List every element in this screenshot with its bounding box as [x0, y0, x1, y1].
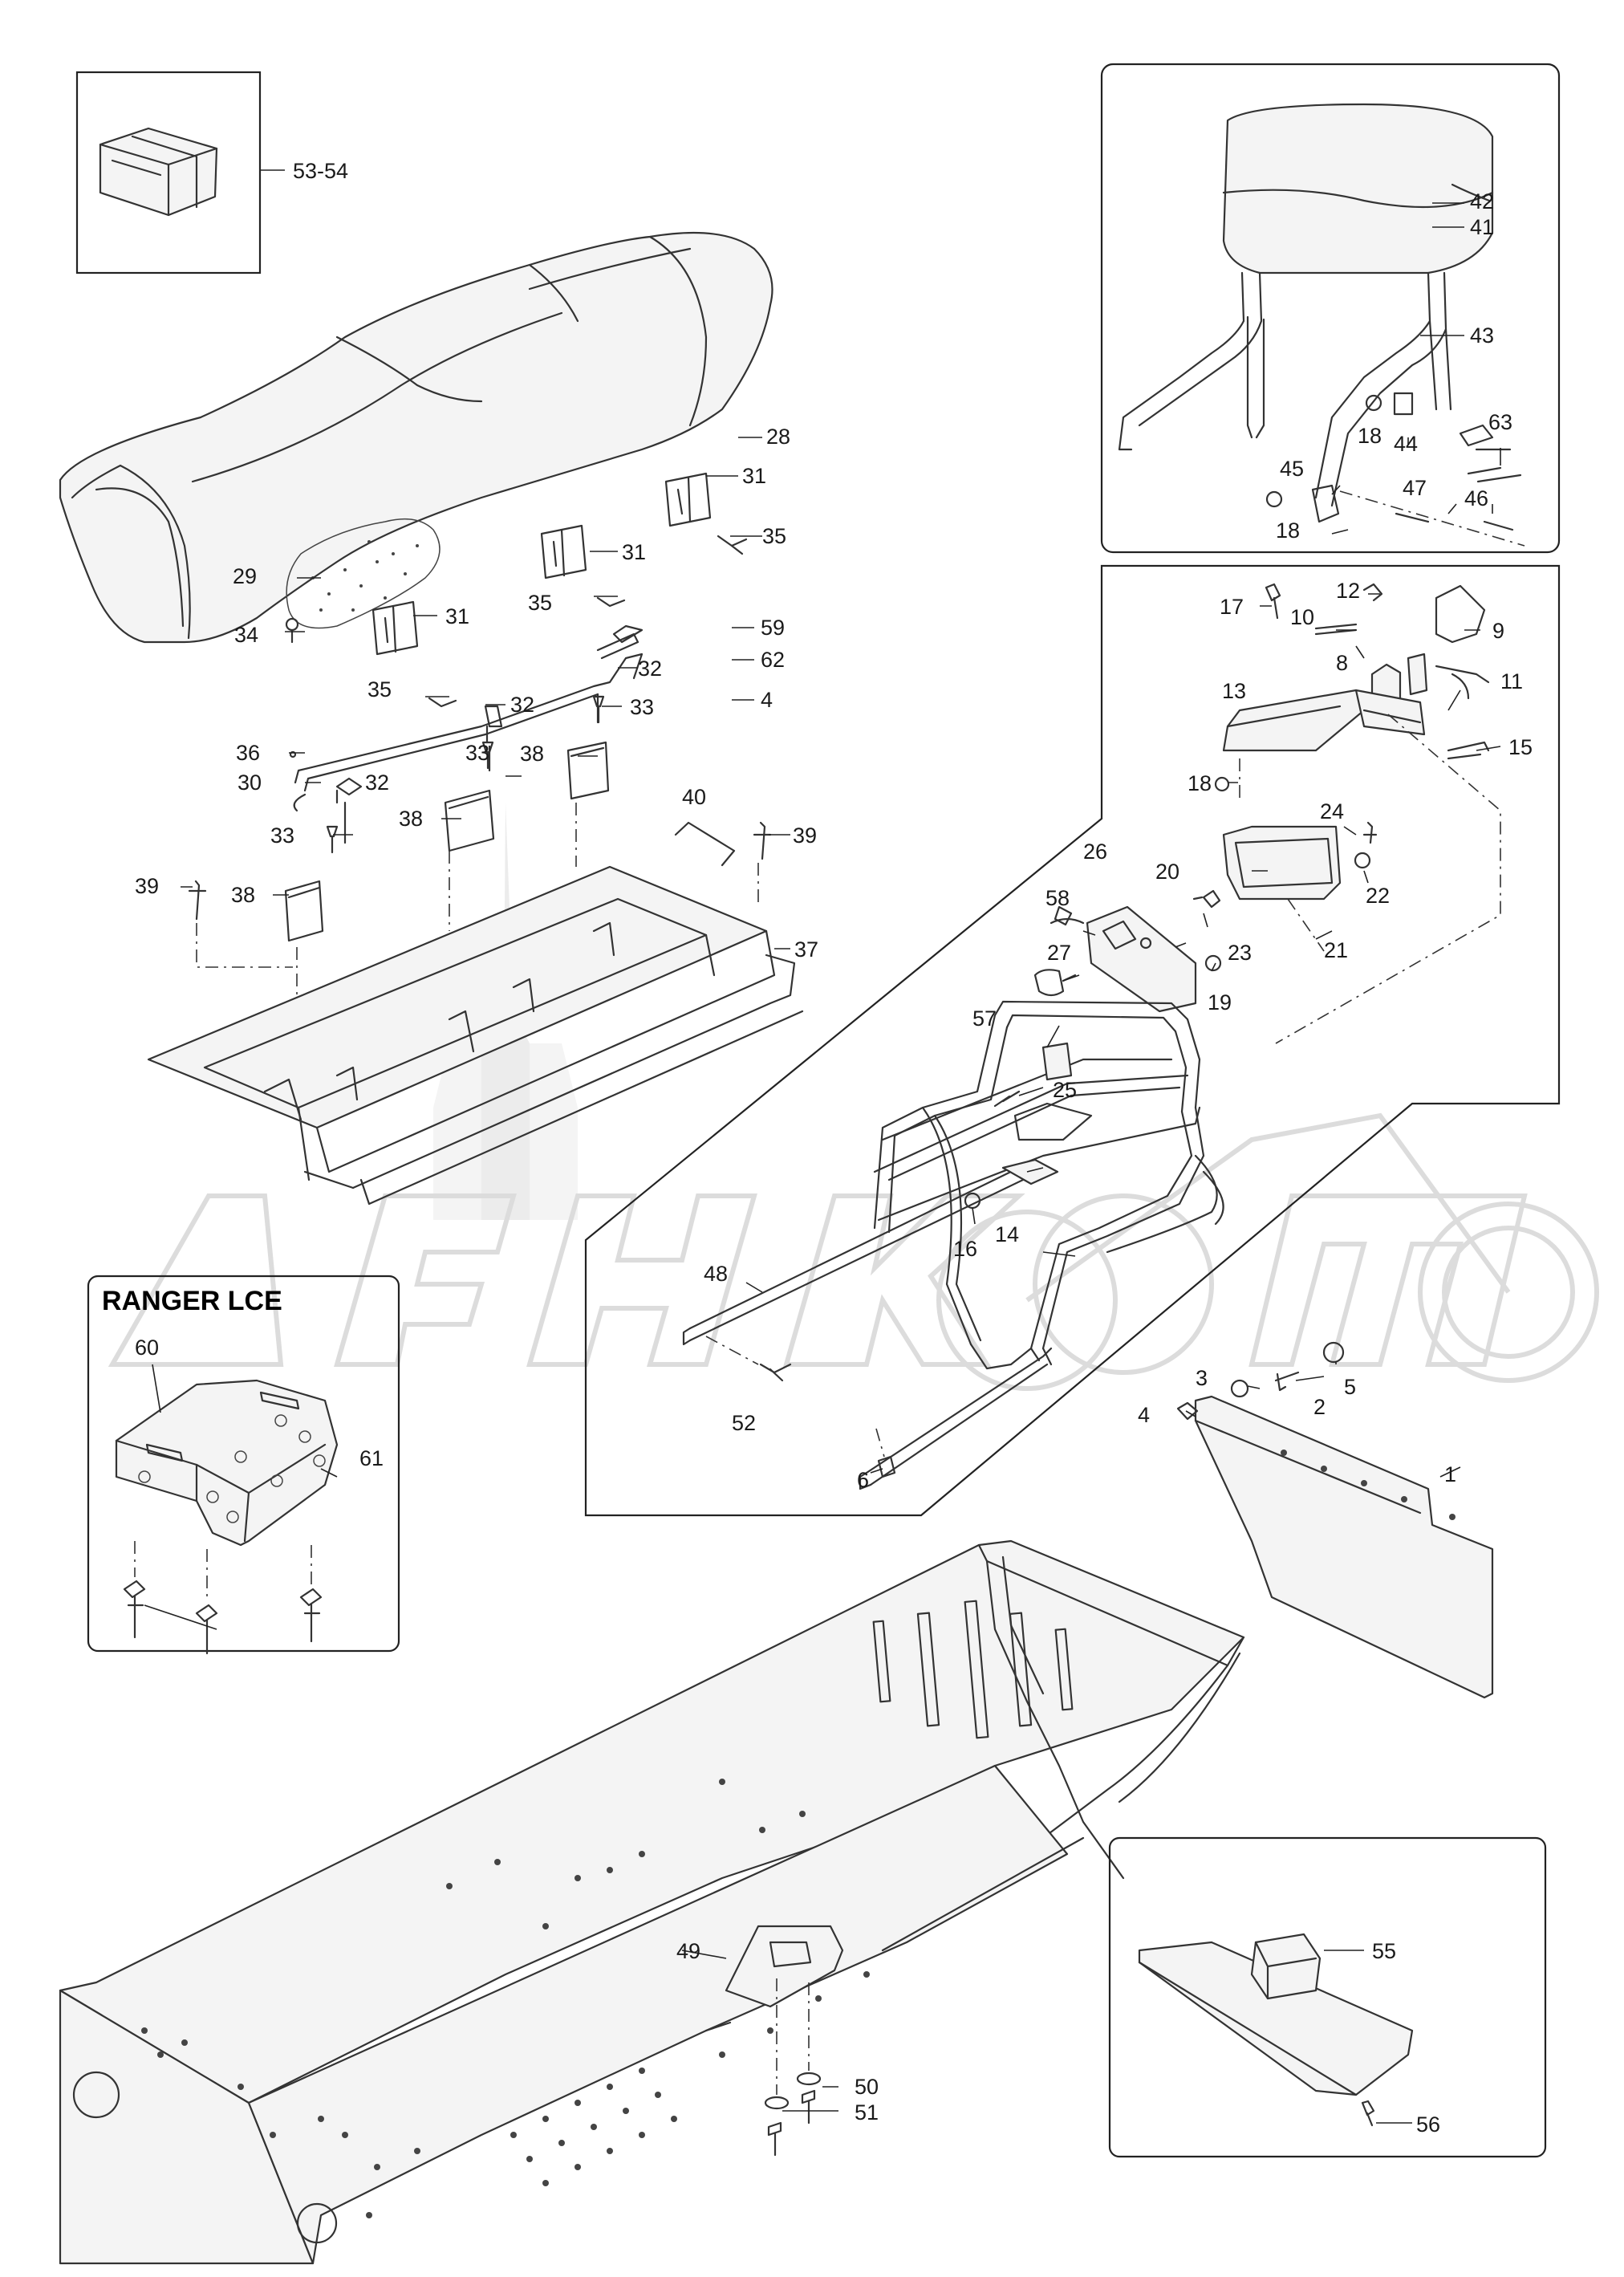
- callout-label: 57: [972, 1006, 997, 1031]
- rear-rack: [682, 1000, 1224, 1490]
- callout-label: 5: [1344, 1375, 1356, 1399]
- callout-label: 35: [762, 524, 786, 548]
- callout-label: 8: [1336, 651, 1348, 675]
- callout-label: 6: [857, 1468, 869, 1492]
- callout-label: 41: [1470, 215, 1494, 239]
- callout-label: 9: [1492, 619, 1504, 643]
- callout-label: 13: [1222, 679, 1246, 703]
- callout-label: 34: [234, 623, 258, 647]
- callout-label: 18: [1276, 518, 1300, 543]
- callout-label: 2: [1313, 1395, 1326, 1419]
- callout-label: 19: [1208, 990, 1232, 1014]
- callout-label: 21: [1324, 938, 1348, 962]
- callout-label: 28: [766, 425, 790, 449]
- callout-label: 26: [1083, 840, 1107, 864]
- callout-label: 46: [1464, 486, 1488, 510]
- callout-label: 3: [1196, 1366, 1208, 1390]
- seat-frame-rods: [188, 624, 772, 1007]
- callout-label: 31: [622, 540, 646, 564]
- callout-label: 51: [855, 2100, 879, 2125]
- callout-label: 42: [1470, 189, 1494, 213]
- callout-label: 36: [236, 741, 260, 765]
- callout-label: 17: [1220, 595, 1244, 619]
- callout-label: 18: [1188, 771, 1212, 795]
- callout-labels: RANGER LCE 53-54 42 41 43 63 18 44 45 47…: [102, 159, 1533, 2137]
- watermark-logo: [108, 803, 1599, 1391]
- callout-label: 38: [231, 883, 255, 907]
- tail-light-assembly: [1033, 583, 1501, 1044]
- callout-label: 29: [233, 564, 257, 588]
- callout-label: 44: [1394, 432, 1418, 456]
- callout-label: 40: [682, 785, 706, 809]
- callout-label: 39: [793, 823, 817, 848]
- callout-label: 14: [995, 1222, 1019, 1246]
- callout-label: 59: [761, 616, 785, 640]
- callout-label: 11: [1500, 669, 1523, 693]
- callout-label: 31: [445, 604, 469, 628]
- inset-ranger-lce: [87, 1275, 400, 1655]
- seat-base: [147, 865, 804, 1206]
- callout-label: 33: [270, 823, 294, 848]
- inset-cover-plate: [1108, 1836, 1547, 2158]
- rack-assembly-frame: [584, 564, 1561, 1517]
- callout-label: 32: [365, 771, 389, 795]
- callout-label: 31: [742, 464, 766, 488]
- callout-label: 48: [704, 1262, 728, 1286]
- callout-label: 20: [1155, 860, 1179, 884]
- callout-label: 10: [1290, 605, 1314, 629]
- callout-label: 16: [953, 1237, 977, 1261]
- callout-label: 22: [1366, 884, 1390, 908]
- callout-label: 61: [359, 1446, 384, 1470]
- callout-label: 37: [794, 937, 818, 962]
- seat: [59, 231, 773, 644]
- inset-seat-cushion: [75, 71, 285, 274]
- hinges: [285, 472, 748, 708]
- callout-label: 53-54: [293, 159, 348, 183]
- callout-label: 24: [1320, 799, 1344, 823]
- callout-label: 45: [1280, 457, 1304, 481]
- callout-label: 55: [1372, 1939, 1396, 1963]
- callout-label: 60: [135, 1336, 159, 1360]
- callout-label: 33: [630, 695, 654, 719]
- callout-label: 63: [1488, 410, 1512, 434]
- callout-label: 25: [1053, 1078, 1077, 1102]
- callout-label: 39: [135, 874, 159, 898]
- callout-label: 32: [638, 657, 662, 681]
- mud-flap: [1176, 1341, 1494, 1699]
- callout-label: 50: [855, 2075, 879, 2099]
- callout-label: 43: [1470, 323, 1494, 348]
- callout-label: 56: [1416, 2112, 1440, 2137]
- callout-label: 23: [1228, 941, 1252, 965]
- callout-label: 30: [238, 771, 262, 795]
- callout-label: 38: [520, 742, 544, 766]
- callout-label: 38: [399, 807, 423, 831]
- callout-label: 32: [510, 693, 534, 717]
- callout-label: 47: [1403, 476, 1427, 500]
- callout-label: 27: [1047, 941, 1071, 965]
- callout-label: 35: [367, 677, 392, 701]
- leader-lines: [152, 202, 1501, 2124]
- callout-label: 62: [761, 648, 785, 672]
- callout-label: 33: [465, 741, 489, 765]
- callout-label: 4: [1138, 1403, 1150, 1427]
- chassis-tunnel: [59, 1539, 1245, 2265]
- inset-backrest: [1100, 63, 1561, 554]
- callout-label: 12: [1336, 579, 1360, 603]
- callout-label: 35: [528, 591, 552, 615]
- callout-label: 1: [1444, 1462, 1456, 1486]
- callout-label: 18: [1358, 424, 1382, 448]
- callout-label: 52: [732, 1411, 756, 1435]
- callout-label: 15: [1508, 735, 1533, 759]
- callout-label: 58: [1045, 886, 1070, 910]
- callout-label: 49: [676, 1939, 700, 1963]
- callout-label: 4: [761, 688, 773, 712]
- ranger-lce-title: RANGER LCE: [102, 1286, 282, 1316]
